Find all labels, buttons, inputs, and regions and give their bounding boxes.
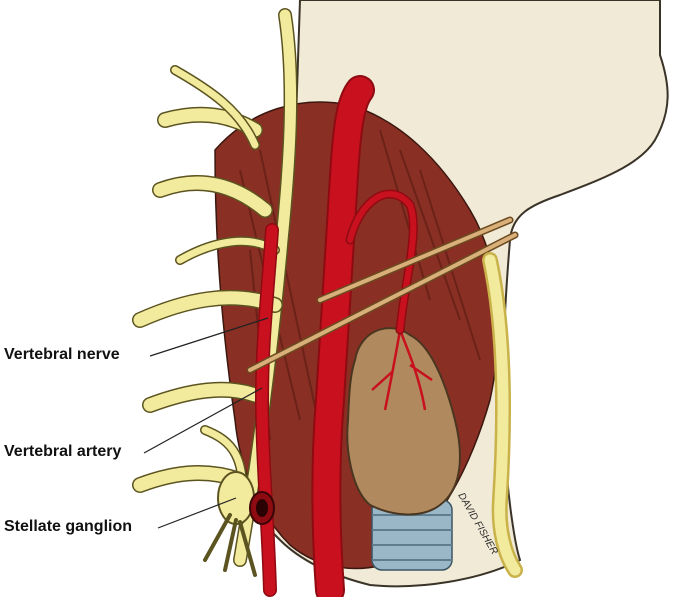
label-vertebral-nerve: Vertebral nerve [4, 346, 120, 363]
label-vertebral-artery: Vertebral artery [4, 443, 122, 460]
label-stellate-ganglion: Stellate ganglion [4, 518, 133, 535]
thyroid-gland [346, 327, 461, 516]
ganglion-branches [203, 513, 257, 577]
vertebral-artery-vessel-fill [256, 224, 278, 596]
leader-lines [143, 317, 269, 529]
retractors [246, 216, 519, 374]
thyroid-vessels [371, 329, 433, 411]
